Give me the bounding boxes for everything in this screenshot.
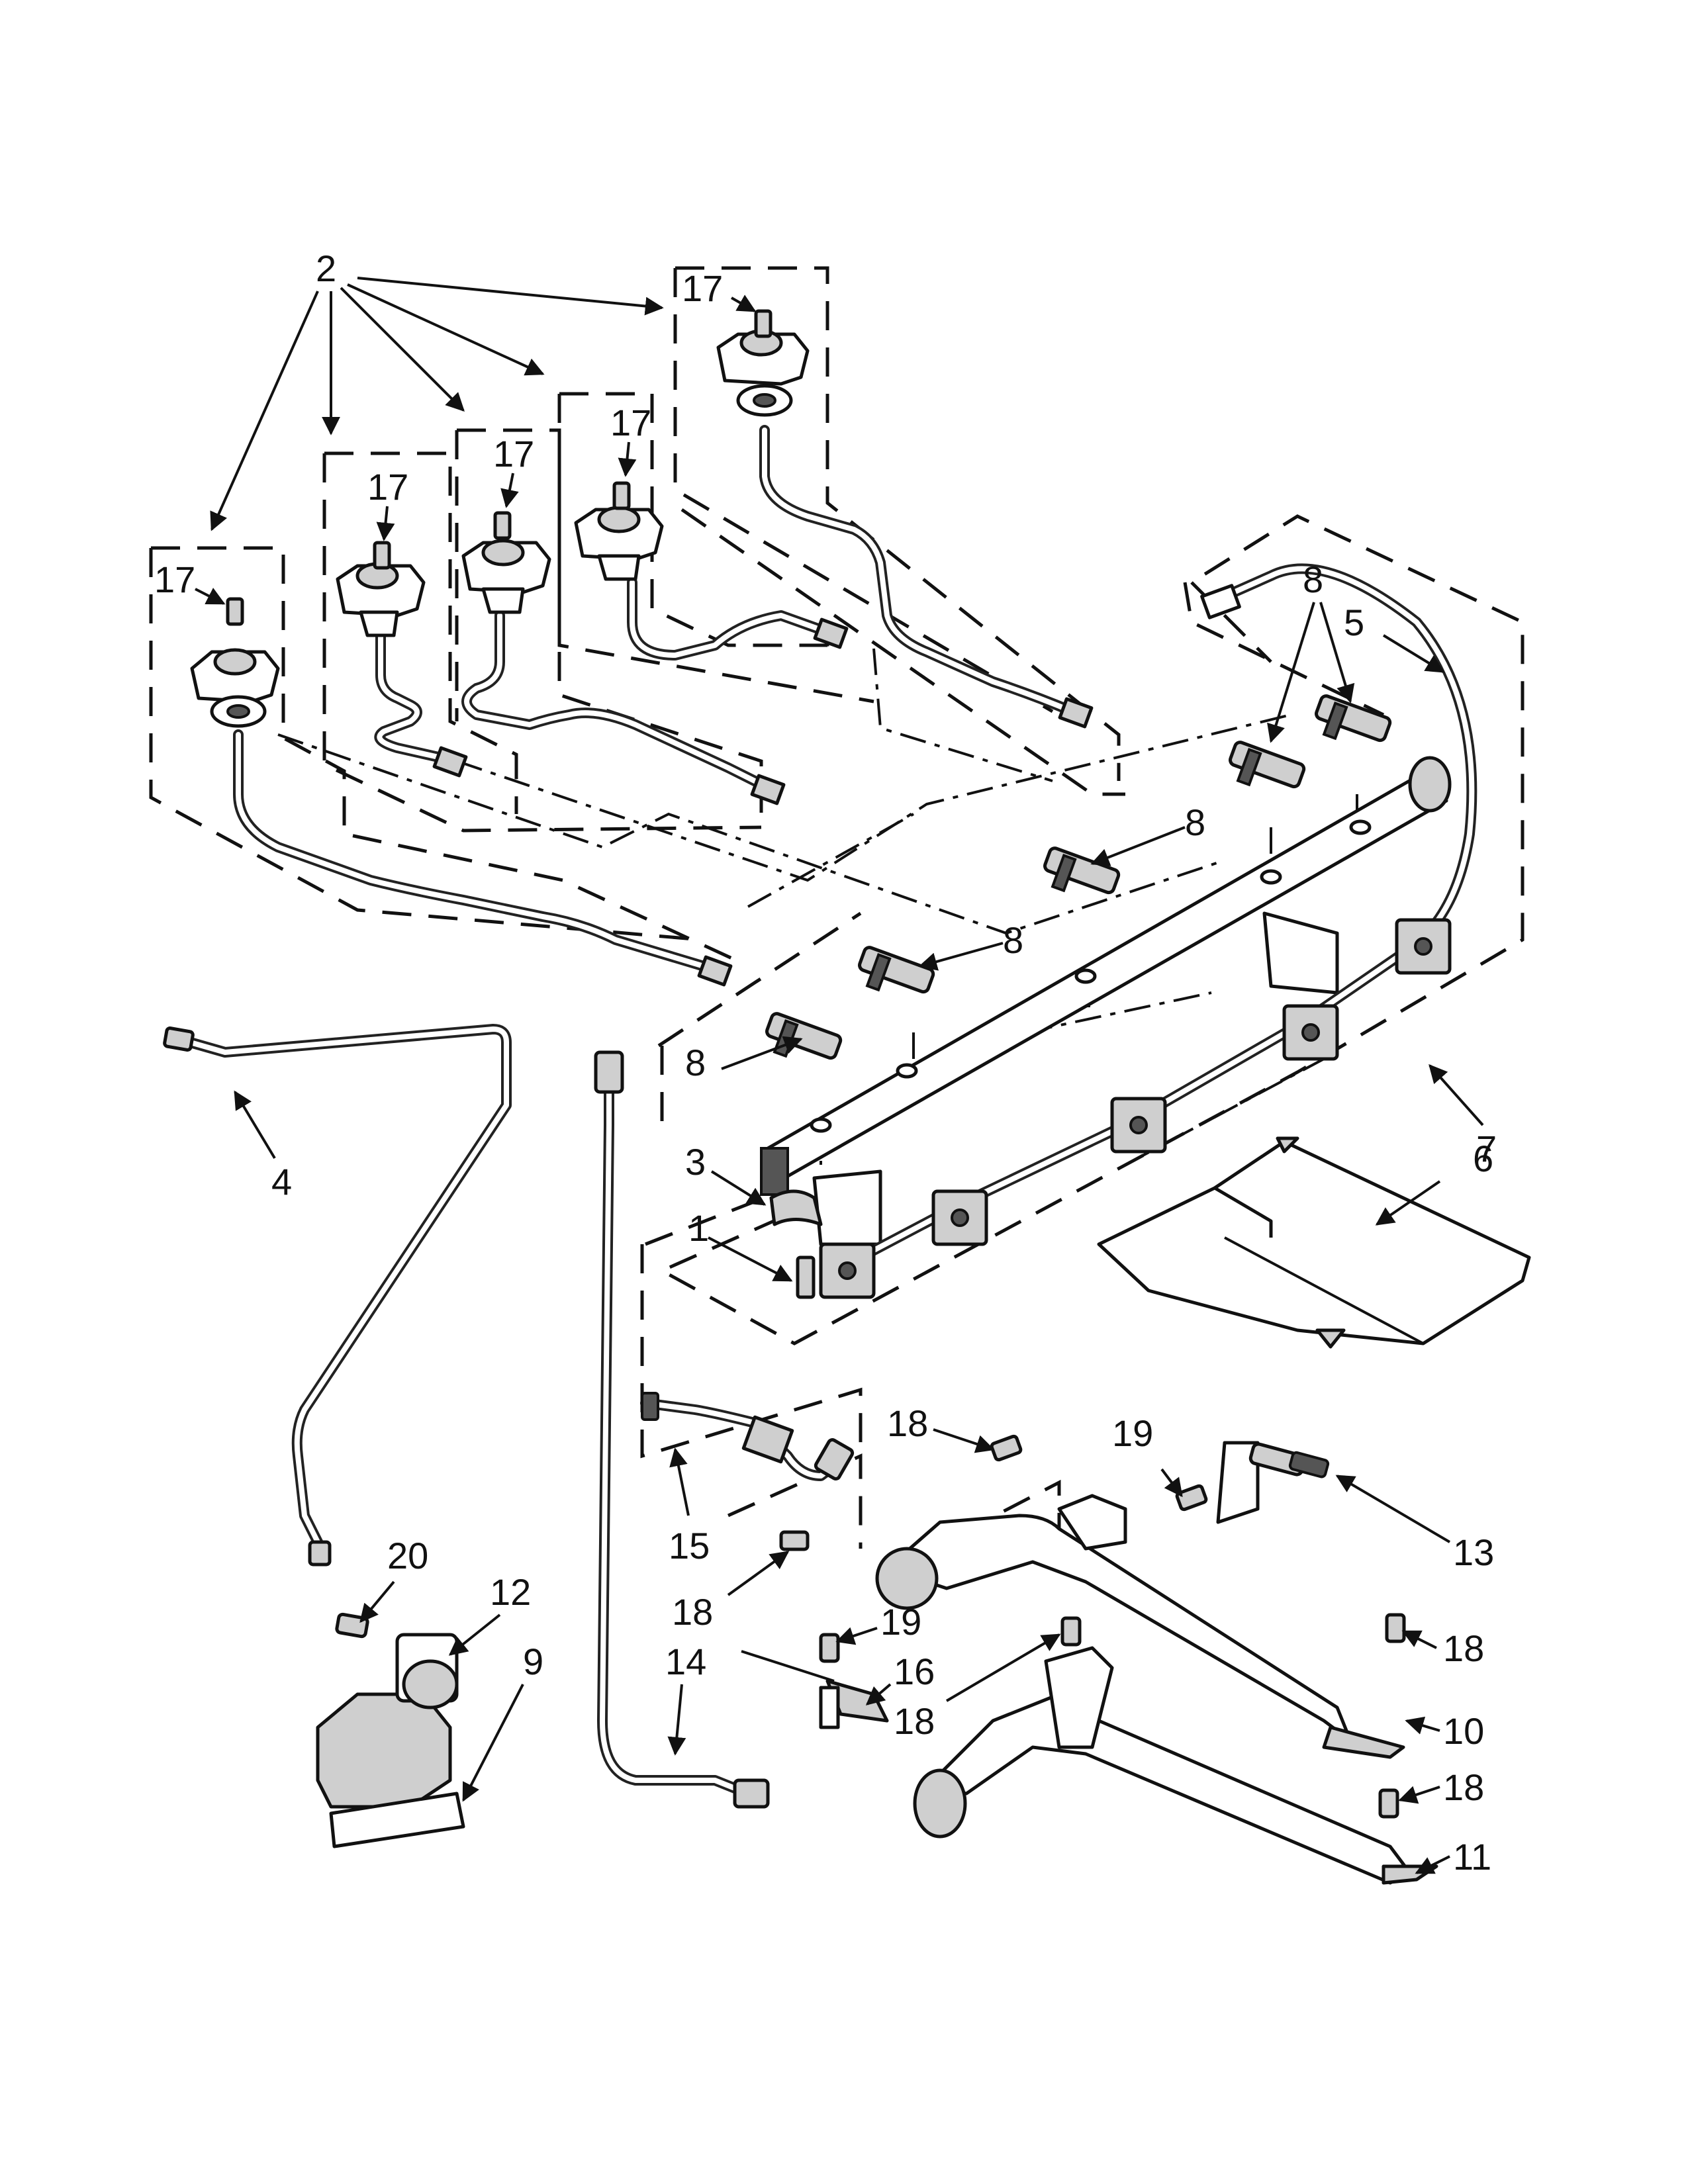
callout-20: 20 xyxy=(387,1535,428,1576)
callout-17: 17 xyxy=(367,466,408,508)
callout-8: 8 xyxy=(1003,919,1023,961)
callout-8: 8 xyxy=(685,1042,706,1083)
callout-10: 10 xyxy=(1443,1710,1484,1752)
callout-17: 17 xyxy=(154,559,195,600)
callout-19: 19 xyxy=(1112,1412,1153,1454)
callout-15: 15 xyxy=(669,1525,710,1567)
valve-3 xyxy=(461,539,551,614)
callout-1: 1 xyxy=(688,1207,709,1249)
callout-12: 12 xyxy=(490,1571,531,1613)
screws xyxy=(779,1434,1406,1819)
valve-4 xyxy=(574,506,664,581)
valve-group-boxes xyxy=(149,266,1125,962)
callout-6: 6 xyxy=(1473,1138,1493,1179)
igniter-13 xyxy=(1216,1441,1330,1524)
callout-3: 3 xyxy=(685,1141,706,1183)
callout-13: 13 xyxy=(1453,1531,1494,1573)
manifold-boxes xyxy=(640,514,1524,1577)
burner-upper xyxy=(875,1494,1405,1759)
burner-lower xyxy=(913,1646,1438,1885)
callout-18: 18 xyxy=(887,1402,928,1444)
callout-18: 18 xyxy=(1443,1766,1484,1808)
igniter-16 xyxy=(741,1650,889,1729)
orifice-spuds xyxy=(765,694,1392,1060)
heat-shield xyxy=(1097,1136,1531,1349)
callout-7: 7 xyxy=(1476,1128,1497,1169)
callout-8: 8 xyxy=(1185,801,1205,843)
tube-fittings xyxy=(432,617,1094,987)
igniter-harness xyxy=(819,563,1477,1299)
valve-screws xyxy=(226,309,773,626)
callout-5: 5 xyxy=(1344,602,1364,643)
callout-19: 19 xyxy=(880,1601,921,1643)
burner-valves xyxy=(190,309,810,728)
callout-17: 17 xyxy=(610,402,651,443)
flex-supply-line xyxy=(594,1050,770,1809)
callout-17: 17 xyxy=(682,267,723,309)
callout-18: 18 xyxy=(672,1591,713,1633)
callout-11: 11 xyxy=(1453,1836,1491,1878)
callout-17: 17 xyxy=(493,433,534,475)
callout-2: 2 xyxy=(316,248,336,289)
supply-tube xyxy=(163,1024,512,1567)
callouts: 2 17 17 17 17 17 8 5 8 8 8 7 6 4 3 1 18 … xyxy=(154,248,1497,1878)
valve-2 xyxy=(336,562,426,637)
callout-8: 8 xyxy=(1303,559,1323,600)
callout-4: 4 xyxy=(271,1161,292,1203)
pipe-elbow xyxy=(640,1392,855,1481)
callout-18: 18 xyxy=(894,1700,935,1742)
valve-1 xyxy=(190,648,280,728)
clamp-and-screw xyxy=(769,1189,823,1299)
callout-18: 18 xyxy=(1443,1627,1484,1669)
callout-9: 9 xyxy=(523,1641,543,1682)
regulator-assembly xyxy=(316,1612,465,1848)
callout-16: 16 xyxy=(894,1651,935,1692)
callout-14: 14 xyxy=(665,1641,706,1682)
valve-tubes xyxy=(233,425,1078,975)
valve-5 xyxy=(716,329,810,417)
leader-arrows xyxy=(195,277,1484,1874)
